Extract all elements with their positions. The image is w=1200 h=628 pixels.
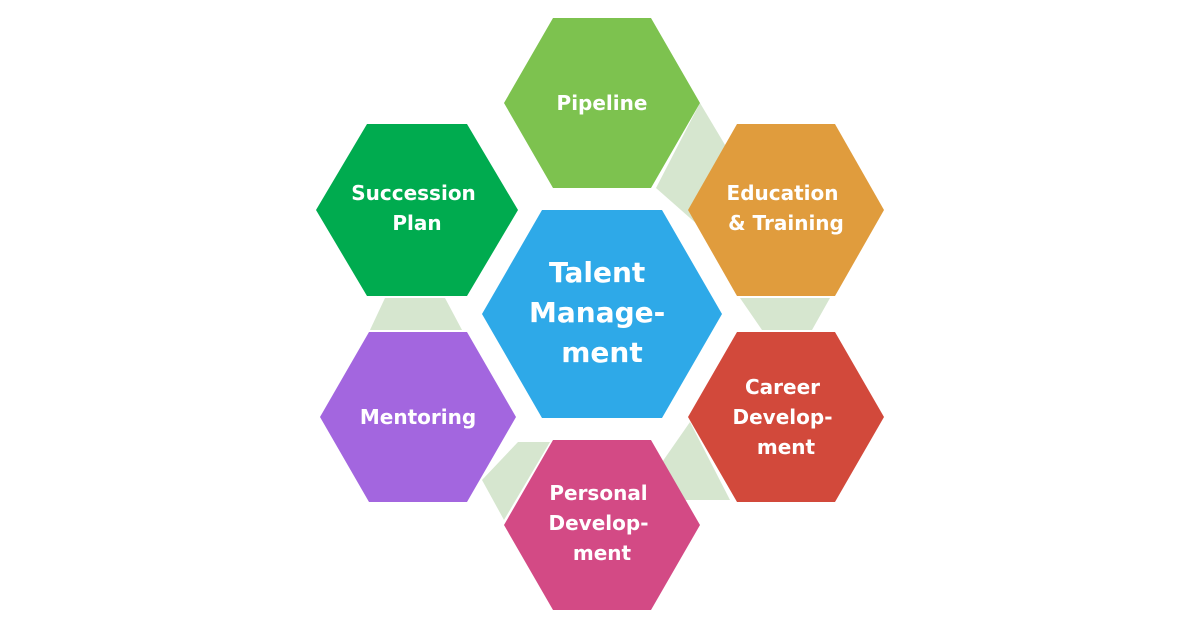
label-line: ment [561, 336, 642, 369]
hexagon-shape [482, 210, 722, 418]
hexagon-shape [504, 440, 700, 610]
label-line: Succession [351, 181, 476, 205]
node-label: Pipeline [557, 91, 648, 115]
label-line: ment [573, 541, 632, 565]
connector-mentoring-succession [370, 298, 462, 330]
label-line: Develop- [549, 511, 649, 535]
label-line: Mentoring [360, 405, 476, 429]
hex-succession-plan: Succession Plan [316, 124, 518, 296]
hexagon-shape [504, 18, 700, 188]
hex-personal-development: Personal Develop- ment [504, 440, 700, 610]
label-line: Career [745, 375, 820, 399]
connector-education-career [740, 298, 830, 330]
label-line: Education [727, 181, 839, 205]
label-line: Manage- [529, 296, 665, 329]
center-label: Talent Manage- ment [529, 256, 675, 369]
connector-career-personal [658, 422, 730, 500]
label-line: & Training [728, 211, 844, 235]
hex-pipeline: Pipeline [504, 18, 700, 188]
label-line: Pipeline [557, 91, 648, 115]
label-line: Plan [392, 211, 441, 235]
label-line: Personal [549, 481, 647, 505]
hexagon-shape [688, 332, 884, 502]
node-label: Career Develop- ment [733, 375, 840, 459]
hex-center-talent-management: Talent Manage- ment [482, 210, 722, 418]
node-label: Education & Training [727, 181, 846, 235]
label-line: ment [757, 435, 816, 459]
connector-personal-mentoring [482, 442, 550, 520]
label-line: Talent [549, 256, 645, 289]
hex-education-training: Education & Training [688, 124, 884, 296]
hexagon-shape [688, 124, 884, 296]
hex-mentoring: Mentoring [320, 332, 516, 502]
hex-career-development: Career Develop- ment [688, 332, 884, 502]
node-label: Personal Develop- ment [549, 481, 656, 565]
label-line: Develop- [733, 405, 833, 429]
node-label: Succession Plan [351, 181, 483, 235]
hexagon-shape [320, 332, 516, 502]
node-label: Mentoring [360, 405, 476, 429]
hexagon-shape [316, 124, 518, 296]
